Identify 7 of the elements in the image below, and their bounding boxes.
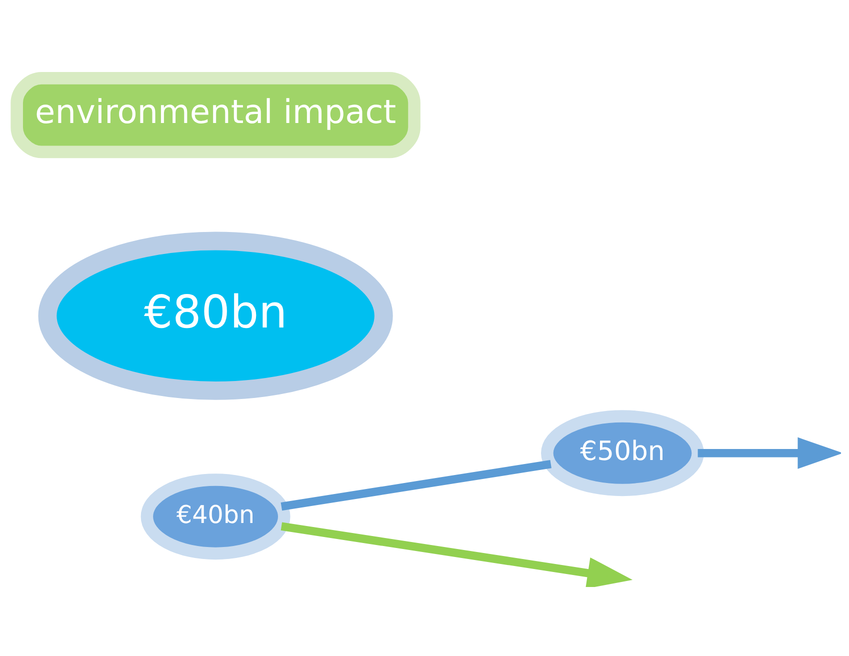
node-ellipse: €50bn	[541, 410, 704, 496]
connector	[280, 460, 552, 510]
node-box: environmental impact	[10, 72, 420, 158]
arrow	[280, 522, 633, 586]
arrow	[698, 436, 841, 468]
node-ellipse: €40bn	[140, 473, 290, 560]
node-ellipse: €80bn	[38, 231, 393, 400]
